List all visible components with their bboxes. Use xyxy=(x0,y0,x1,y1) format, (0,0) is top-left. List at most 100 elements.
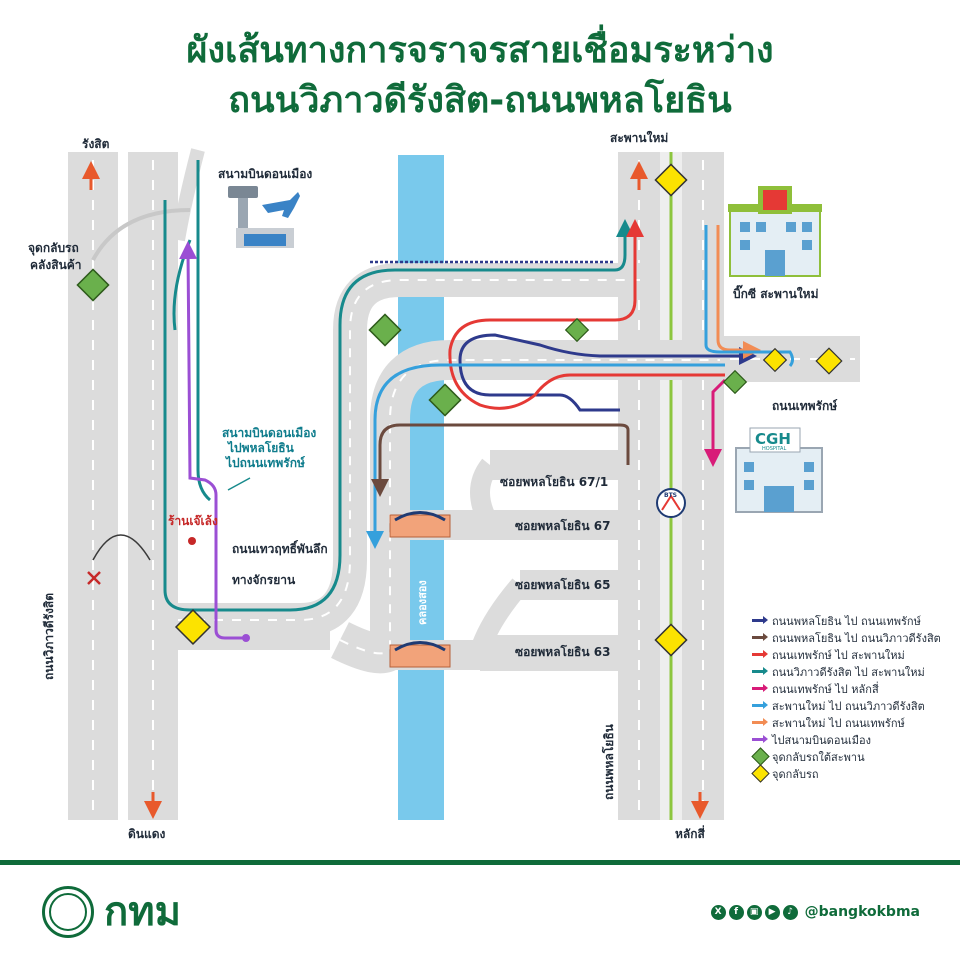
route-blue xyxy=(366,363,725,549)
bridge-soi-67 xyxy=(389,511,451,538)
airport-tower-icon xyxy=(228,186,294,248)
label-note-2: ไปพหลโยธิน xyxy=(226,440,295,455)
label-soi-67-1: ซอยพหลโยธิน 67/1 xyxy=(500,474,608,489)
legend-item: ไปสนามบินดอนเมือง xyxy=(752,731,957,748)
shop-marker xyxy=(188,537,196,545)
bts-logo-icon xyxy=(656,488,686,518)
legend-item: สะพานใหม่ ไป ถนนเทพรักษ์ xyxy=(752,714,957,731)
label-soi-63: ซอยพหลโยธิน 63 xyxy=(515,644,610,659)
uturn-sign-yellow-icon xyxy=(174,608,212,646)
legend-label: จุดกลับรถใต้สะพาน xyxy=(772,750,865,764)
big-c-building-icon xyxy=(728,186,822,277)
legend-label: จุดกลับรถ xyxy=(772,767,819,781)
uturn-sign-yellow-icon xyxy=(815,347,843,375)
route-navy xyxy=(458,333,757,412)
legend: ถนนพหลโยธิน ไป ถนนเทพรักษ์ถนนพหลโยธิน ไป… xyxy=(751,612,957,783)
legend-label: สะพานใหม่ ไป ถนนเทพรักษ์ xyxy=(772,716,905,730)
label-soi-65: ซอยพหลโยธิน 65 xyxy=(515,577,610,592)
legend-item: จุดกลับรถ xyxy=(751,764,957,783)
label-bike-lane: ทางจักรยาน xyxy=(232,573,296,587)
uturn-sign-green-icon xyxy=(751,747,770,766)
airplane-icon xyxy=(262,192,300,218)
legend-item: ถนนวิภาวดีรังสิต ไป สะพานใหม่ xyxy=(752,663,957,680)
label-big-c: บิ๊กซี สะพานใหม่ xyxy=(733,284,819,301)
label-soi-67: ซอยพหลโยธิน 67 xyxy=(515,518,610,533)
label-cgh: CGH xyxy=(755,430,791,448)
label-uturn-warehouse-1: จุดกลับรถ xyxy=(28,241,79,256)
label-rangsit: รังสิต xyxy=(82,137,110,151)
label-note-3: ไปถนนเทพรักษ์ xyxy=(224,455,305,470)
youtube-icon[interactable]: ▶ xyxy=(764,904,780,920)
route-red xyxy=(448,219,725,410)
legend-arrow-icon xyxy=(752,667,768,675)
label-thep-rak-road: ถนนเทพรักษ์ xyxy=(772,399,838,413)
bma-logo-text: กทม xyxy=(104,889,181,935)
legend-item: ถนนเทพรักษ์ ไป หลักสี่ xyxy=(752,680,957,697)
legend-arrow-icon xyxy=(752,701,768,709)
uturn-sign-green-icon xyxy=(564,317,590,343)
uturn-sign-green-icon xyxy=(722,369,748,395)
route-orange xyxy=(716,225,761,359)
uturn-sign-green-icon xyxy=(368,313,402,347)
legend-label: ถนนเทพรักษ์ ไป สะพานใหม่ xyxy=(772,648,905,662)
social-links: X f ▣ ▶ ♪ @bangkokbma xyxy=(710,904,920,920)
legend-arrow-icon xyxy=(752,650,768,658)
label-lak-si: หลักสี่ xyxy=(675,825,706,841)
bma-seal-logo xyxy=(42,886,94,938)
uturn-sign-yellow-icon xyxy=(762,347,788,373)
footer: กทม X f ▣ ▶ ♪ @bangkokbma xyxy=(0,870,960,960)
uturn-sign-green-icon xyxy=(76,268,110,302)
route-brown xyxy=(371,423,630,497)
legend-label: ถนนวิภาวดีรังสิต ไป สะพานใหม่ xyxy=(772,665,925,679)
legend-label: ถนนพหลโยธิน ไป ถนนเทพรักษ์ xyxy=(772,614,921,628)
uturn-sign-yellow-icon xyxy=(654,623,688,657)
label-shop: ร้านเจ๊เล้ง xyxy=(168,514,218,528)
legend-arrow-icon xyxy=(752,735,768,743)
x-icon[interactable]: X xyxy=(710,904,726,920)
legend-item: สะพานใหม่ ไป ถนนวิภาวดีรังสิต xyxy=(752,697,957,714)
routes xyxy=(163,160,794,642)
legend-arrow-icon xyxy=(752,633,768,641)
facebook-icon[interactable]: f xyxy=(728,904,744,920)
label-note-1: สนามบินดอนเมือง xyxy=(222,426,316,440)
legend-arrow-icon xyxy=(752,684,768,692)
legend-label: สะพานใหม่ ไป ถนนวิภาวดีรังสิต xyxy=(772,699,925,713)
route-teal-airport xyxy=(196,160,212,502)
bridge-soi-63 xyxy=(389,641,451,668)
blocked-x-icon xyxy=(87,571,101,585)
legend-label: ไปสนามบินดอนเมือง xyxy=(772,733,871,747)
legend-item: ถนนพหลโยธิน ไป ถนนวิภาวดีรังสิต xyxy=(752,629,957,646)
uturn-sign-yellow-icon xyxy=(654,163,688,197)
vibhavadi-road-group xyxy=(68,148,205,820)
legend-arrow-icon xyxy=(752,718,768,726)
route-purple xyxy=(179,241,246,640)
cgh-hospital-building-icon xyxy=(735,427,823,513)
label-uturn-warehouse-2: คลังสินค้า xyxy=(30,258,82,272)
social-handle[interactable]: @bangkokbma xyxy=(804,904,920,920)
uturn-sign-green-icon xyxy=(428,383,462,417)
label-vibhavadi-road: ถนนวิภาวดีรังสิต xyxy=(42,593,56,680)
label-thewa-road: ถนนเทวฤทธิ์พันลึก xyxy=(232,540,328,556)
legend-label: ถนนเทพรักษ์ ไป หลักสี่ xyxy=(772,682,879,696)
route-teal xyxy=(163,200,634,612)
legend-label: ถนนพหลโยธิน ไป ถนนวิภาวดีรังสิต xyxy=(772,631,941,645)
label-canal: คลองสอง xyxy=(416,580,429,625)
uturn-sign-yellow-icon xyxy=(751,764,770,783)
legend-arrow-icon xyxy=(752,616,768,624)
route-pink xyxy=(704,378,727,467)
page-title: ผังเส้นทางการจราจรสายเชื่อมระหว่าง ถนนวิ… xyxy=(0,26,960,126)
label-don-mueang-airport: สนามบินดอนเมือง xyxy=(218,167,312,181)
label-saphan-mai: สะพานใหม่ xyxy=(610,130,668,145)
line-icon[interactable]: ▣ xyxy=(746,904,762,920)
label-bts: BTS xyxy=(664,492,677,499)
title-line-2: ถนนวิภาวดีรังสิต-ถนนพหลโยธิน xyxy=(228,80,732,121)
route-diagram: รังสิต ดินแดง สะพานใหม่ หลักสี่ จุดกลับร… xyxy=(28,130,860,841)
legend-item: ถนนเทพรักษ์ ไป สะพานใหม่ xyxy=(752,646,957,663)
legend-item: ถนนพหลโยธิน ไป ถนนเทพรักษ์ xyxy=(752,612,957,629)
legend-item: จุดกลับรถใต้สะพาน xyxy=(751,747,957,766)
tiktok-icon[interactable]: ♪ xyxy=(782,904,798,920)
label-dindaeng: ดินแดง xyxy=(128,827,166,841)
label-cgh-sub: HOSPITAL xyxy=(762,446,786,452)
elevated-roads xyxy=(178,263,720,674)
label-phahonyothin-road: ถนนพหลโยธิน xyxy=(601,723,616,800)
